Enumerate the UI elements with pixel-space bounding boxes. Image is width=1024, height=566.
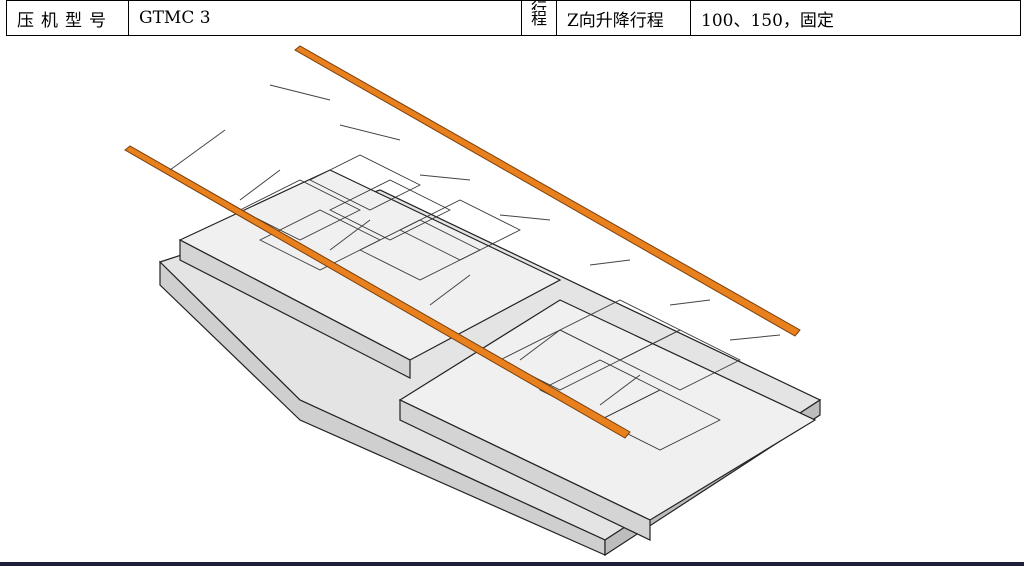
stroke-label-top: 行 <box>530 0 547 11</box>
finger-tooling <box>169 84 781 406</box>
bottom-rule <box>0 562 1024 566</box>
spec-row: 压机型号 GTMC 3 行 程 Z向升降行程 100、150，固定 <box>6 0 1021 36</box>
stroke-label: 行 程 <box>521 0 557 36</box>
die-pockets <box>239 154 741 451</box>
press-model-label: 压机型号 <box>6 0 129 36</box>
lower-die-base <box>158 169 822 557</box>
crossbar-front <box>124 145 631 439</box>
stroke-label-bottom: 程 <box>530 9 547 28</box>
z-stroke-label: Z向升降行程 <box>556 0 691 36</box>
press-model-value: GTMC 3 <box>128 0 522 36</box>
crossbar-rear <box>294 45 801 337</box>
spec-table: 压机型号 GTMC 3 行 程 Z向升降行程 100、150，固定 <box>6 0 1021 36</box>
z-stroke-value: 100、150，固定 <box>690 0 1021 36</box>
die-drawing <box>124 45 822 557</box>
